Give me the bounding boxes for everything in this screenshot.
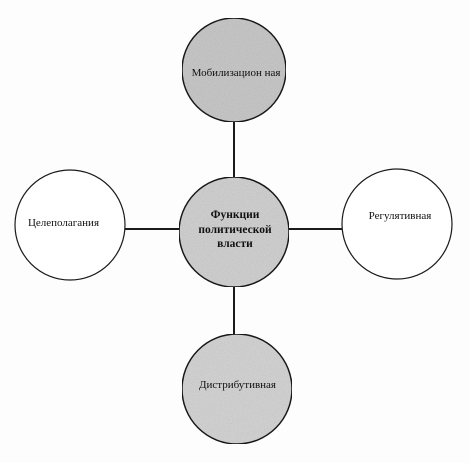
bottom-node-label: Дистрибутивная — [199, 379, 276, 392]
node-left — [14, 169, 126, 281]
top-node-label: Мобилизацион ная — [191, 67, 281, 80]
node-center — [178, 176, 290, 288]
node-top — [181, 17, 287, 123]
center-node-label: Функции политической власти — [198, 209, 272, 251]
left-node-label: Целеполагания — [27, 217, 100, 230]
right-node-label: Регулятивная — [368, 210, 432, 223]
node-right — [341, 168, 453, 280]
node-bottom — [181, 333, 293, 445]
